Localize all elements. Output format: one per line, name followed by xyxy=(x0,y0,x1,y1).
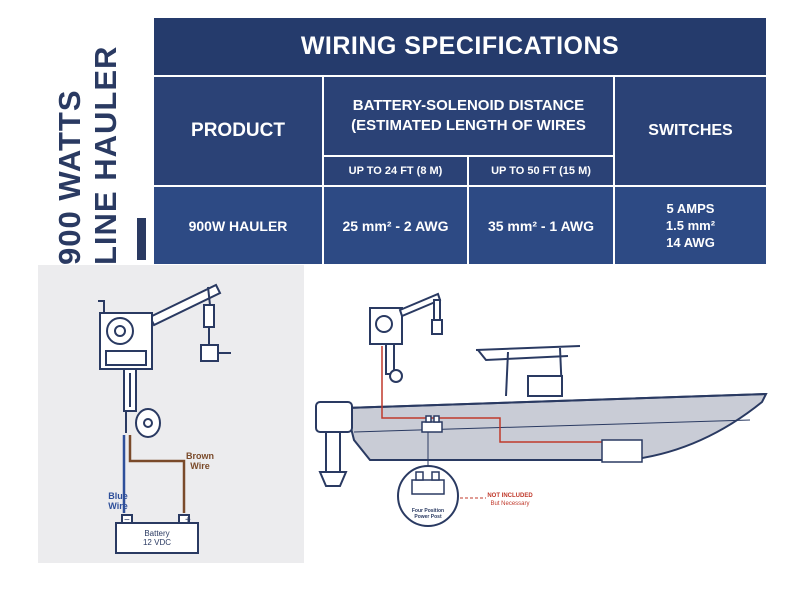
side-title-line1: 900 WATTS xyxy=(52,89,87,265)
svg-text:+: + xyxy=(185,515,191,526)
table-title: WIRING SPECIFICATIONS xyxy=(154,18,766,75)
brown-wire-label: Brown Wire xyxy=(180,451,220,471)
power-post-label-line1: Four Position xyxy=(411,508,445,514)
distance-header-line2: (ESTIMATED LENGTH OF WIRES xyxy=(351,117,586,134)
battery-label-line2: 12 VDC xyxy=(142,538,171,547)
col-24ft-header: UP TO 24 FT (8 M) xyxy=(324,157,467,185)
hauler-wiring-drawing: − + xyxy=(98,283,231,554)
col-50ft-header: UP TO 50 FT (15 M) xyxy=(469,157,613,185)
battery-label-line1: Battery xyxy=(144,529,170,538)
outboard-motor xyxy=(315,401,353,487)
distance-header-line1: BATTERY-SOLENOID DISTANCE xyxy=(352,97,585,114)
boat-drawing xyxy=(315,292,768,527)
side-title: 900 WATTS LINE HAULER xyxy=(52,20,147,265)
hauler-wiring-panel: − + Brown Wire Blue Wire Battery 12 VDC xyxy=(38,265,304,563)
value-24ft: 25 mm² - 2 AWG xyxy=(324,187,467,264)
blue-wire-label-line2: Wire xyxy=(108,501,128,511)
hull-battery xyxy=(601,439,643,463)
switches-value: 5 AMPS 1.5 mm² 14 AWG xyxy=(615,187,766,264)
power-post-label-line2: Power Post xyxy=(414,514,442,520)
blue-wire-label: Blue Wire xyxy=(98,491,138,511)
brown-wire xyxy=(128,435,186,513)
switches-header: SWITCHES xyxy=(615,77,766,185)
side-title-line2: LINE HAULER xyxy=(88,45,123,265)
switch-line2: 1.5 mm² xyxy=(665,218,716,233)
product-value: 900W HAULER xyxy=(154,187,322,264)
brown-wire-label-line2: Wire xyxy=(190,461,210,471)
wiring-spec-table: WIRING SPECIFICATIONS PRODUCT BATTERY-SO… xyxy=(154,18,766,264)
power-post-label: Four Position Power Post xyxy=(402,508,454,520)
boat-wiring-diagram: Four Position Power Post NOT INCLUDED Bu… xyxy=(310,280,780,535)
blue-wire-label-line1: Blue xyxy=(108,491,128,501)
battery-icon xyxy=(115,514,199,554)
value-50ft: 35 mm² - 1 AWG xyxy=(469,187,613,264)
distance-header: BATTERY-SOLENOID DISTANCE (ESTIMATED LEN… xyxy=(324,77,613,155)
switch-line3: 14 AWG xyxy=(666,235,715,250)
svg-text:−: − xyxy=(124,515,130,526)
product-header: PRODUCT xyxy=(154,77,322,185)
switch-line1: 5 AMPS xyxy=(666,201,715,216)
but-necessary-text: But Necessary xyxy=(490,501,530,507)
boat-hull xyxy=(344,392,768,461)
deck-power-post xyxy=(421,415,443,433)
t-top xyxy=(475,345,581,397)
not-included-label: NOT INCLUDED But Necessary xyxy=(480,492,540,508)
not-included-text: NOT INCLUDED xyxy=(487,493,533,499)
side-accent-bar xyxy=(137,218,146,260)
brown-wire-label-line1: Brown xyxy=(186,451,214,461)
battery-label: Battery 12 VDC xyxy=(126,529,188,547)
boat-hauler xyxy=(369,292,443,383)
